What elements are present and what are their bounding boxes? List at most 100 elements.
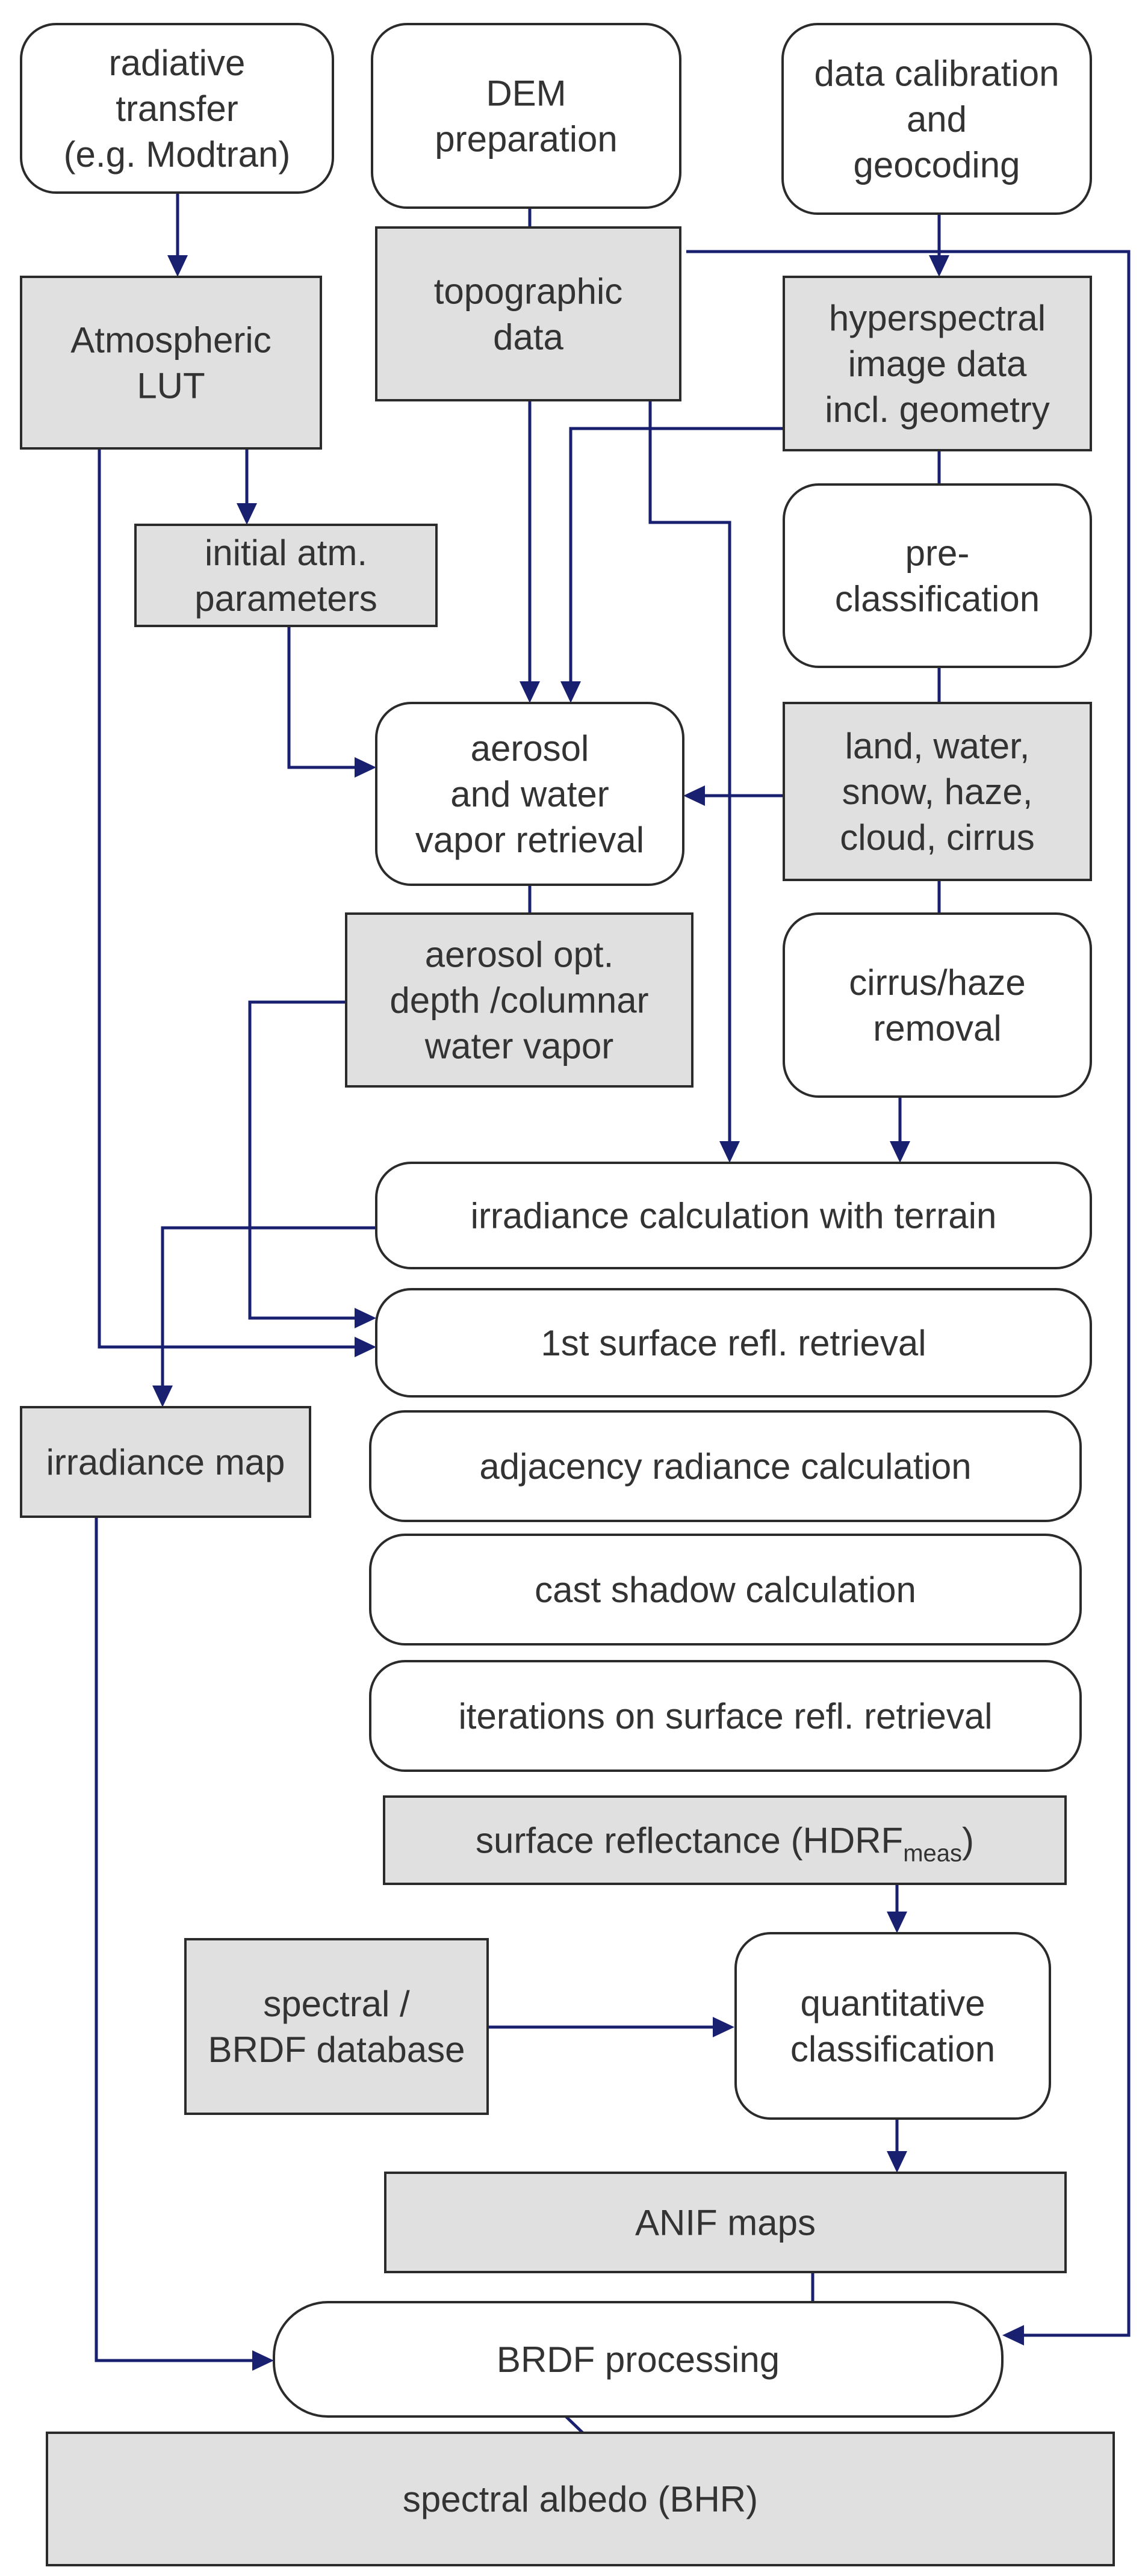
edge-map-to-brdf xyxy=(95,1517,262,2362)
arrowhead xyxy=(683,785,705,806)
node-label: aerosol opt. depth /columnar water vapor xyxy=(389,935,648,1067)
arrowhead xyxy=(252,2350,274,2371)
node-label-line: Atmospheric xyxy=(70,320,271,361)
node-label: spectral / BRDF database xyxy=(208,1984,465,2070)
node-label-line: aerosol xyxy=(471,728,589,769)
node-label-line: quantitative xyxy=(801,1983,985,2023)
arrowhead xyxy=(1002,2325,1024,2345)
node-label-line: cloud, cirrus xyxy=(840,817,1034,858)
node-label-line: aerosol opt. xyxy=(425,935,614,975)
node-label-line: data xyxy=(493,317,563,358)
node-adjacency-radiance: adjacency radiance calculation xyxy=(369,1410,1082,1522)
node-label: adjacency radiance calculation xyxy=(479,1446,971,1487)
node-label-line: hyperspectral xyxy=(829,298,1046,338)
node-anif-maps: ANIF maps xyxy=(384,2172,1067,2273)
arrowhead xyxy=(719,1141,740,1163)
node-label-line: radiative xyxy=(109,43,246,83)
node-label-main: surface reflectance (HDRF xyxy=(476,1821,903,1861)
edge-initial-to-aerosol xyxy=(287,626,364,769)
node-radiative-transfer: radiative transfer (e.g. Modtran) xyxy=(20,23,334,194)
node-label-line: DEM xyxy=(486,73,566,114)
node-label: 1st surface refl. retrieval xyxy=(541,1323,926,1363)
arrowhead xyxy=(890,1141,910,1163)
node-initial-atm-parameters: initial atm.parameters xyxy=(134,524,438,627)
node-label-line: BRDF processing xyxy=(497,2339,780,2380)
node-label-line: classification xyxy=(790,2029,995,2069)
node-label-line: and water xyxy=(450,774,609,814)
edge-topo-to-irradiance xyxy=(648,400,731,1151)
node-topographic-data: topographic data xyxy=(375,226,681,401)
node-aerosol-depth: aerosol opt. depth /columnar water vapor xyxy=(345,912,694,1088)
node-label-line: spectral / xyxy=(263,1984,410,2024)
node-label-line: irradiance calculation with terrain xyxy=(471,1196,997,1236)
edge-lut-to-first-refl xyxy=(98,448,364,1349)
arrowhead xyxy=(167,255,188,277)
node-label-line: water vapor xyxy=(424,1026,613,1067)
node-label: iterations on surface refl. retrieval xyxy=(458,1696,992,1736)
node-iterations: iterations on surface refl. retrieval xyxy=(369,1660,1082,1772)
node-cast-shadow: cast shadow calculation xyxy=(369,1534,1082,1646)
edge-brdf-to-albedo xyxy=(565,2415,584,2434)
node-label: topographic data xyxy=(434,271,623,358)
node-label-line: removal xyxy=(873,1008,1001,1048)
node-label: data calibration and geocoding xyxy=(815,54,1060,185)
node-label: cirrus/haze removal xyxy=(849,962,1025,1048)
edge-topo-to-brdf-loop xyxy=(686,250,1131,2337)
arrowhead xyxy=(887,2151,907,2173)
node-irradiance-map: irradiance map xyxy=(20,1406,311,1518)
node-label-line: iterations on surface refl. retrieval xyxy=(458,1696,992,1736)
node-label: surface reflectance (HDRFmeas) xyxy=(476,1821,974,1867)
node-irradiance-calculation: irradiance calculation with terrain xyxy=(375,1162,1092,1269)
node-label-line: geocoding xyxy=(854,145,1020,185)
node-label-line: depth /columnar xyxy=(389,980,648,1021)
node-label-line: adjacency radiance calculation xyxy=(479,1446,971,1487)
node-label-line: image data xyxy=(848,344,1027,384)
node-label: irradiance calculation with terrain xyxy=(471,1196,997,1236)
arrowhead xyxy=(152,1386,173,1407)
arrowhead xyxy=(560,681,581,703)
node-label-line: cirrus/haze xyxy=(849,962,1025,1003)
node-label-line: data calibration xyxy=(815,54,1060,94)
node-label-line: (e.g. Modtran) xyxy=(64,134,291,175)
node-label: irradiance map xyxy=(46,1442,285,1482)
node-label-line: topographic xyxy=(434,271,623,312)
arrowhead xyxy=(520,681,540,703)
node-label-line: BRDF database xyxy=(208,2030,465,2070)
arrowhead xyxy=(887,1912,907,1933)
node-label-line: irradiance map xyxy=(46,1442,285,1482)
node-label-line: vapor retrieval xyxy=(415,820,644,860)
node-data-calibration: data calibration and geocoding xyxy=(781,23,1092,215)
node-quantitative-classification: quantitative classification xyxy=(734,1932,1051,2120)
node-label-line: snow, haze, xyxy=(842,772,1033,812)
node-cirrus-haze-removal: cirrus/haze removal xyxy=(783,912,1092,1098)
node-label-line: ANIF maps xyxy=(635,2203,816,2243)
node-label: cast shadow calculation xyxy=(535,1570,916,1610)
node-label-line: initial atm. xyxy=(205,533,367,573)
node-brdf-processing: BRDF processing xyxy=(273,2301,1004,2418)
node-label-line: and xyxy=(907,99,967,140)
node-label-line: incl. geometry xyxy=(825,389,1049,430)
node-label: aerosol and water vapor retrieval xyxy=(415,728,644,860)
edge-hyperspectral-to-aerosol xyxy=(569,427,784,691)
node-label-line: land, water, xyxy=(845,726,1030,766)
node-label: BRDF processing xyxy=(497,2339,780,2380)
node-label: spectral albedo (BHR) xyxy=(403,2479,758,2519)
node-label-line: transfer xyxy=(116,88,238,129)
node-label: quantitative classification xyxy=(790,1983,995,2069)
node-label: ANIF maps xyxy=(635,2203,816,2243)
node-land-water-classes: land, water, snow, haze, cloud, cirrus xyxy=(783,702,1092,881)
node-spectral-brdf-database: spectral / BRDF database xyxy=(184,1938,489,2115)
edge-irradiance-to-map xyxy=(161,1226,376,1395)
node-label: initial atm.parameters xyxy=(194,533,377,619)
node-label-line: spectral albedo (BHR) xyxy=(403,2479,758,2519)
node-hyperspectral-image: hyperspectral image data incl. geometry xyxy=(783,276,1092,451)
node-label: radiative transfer (e.g. Modtran) xyxy=(64,43,291,175)
flow-connectors xyxy=(95,193,1131,2434)
node-label: land, water, snow, haze, cloud, cirrus xyxy=(840,726,1034,858)
